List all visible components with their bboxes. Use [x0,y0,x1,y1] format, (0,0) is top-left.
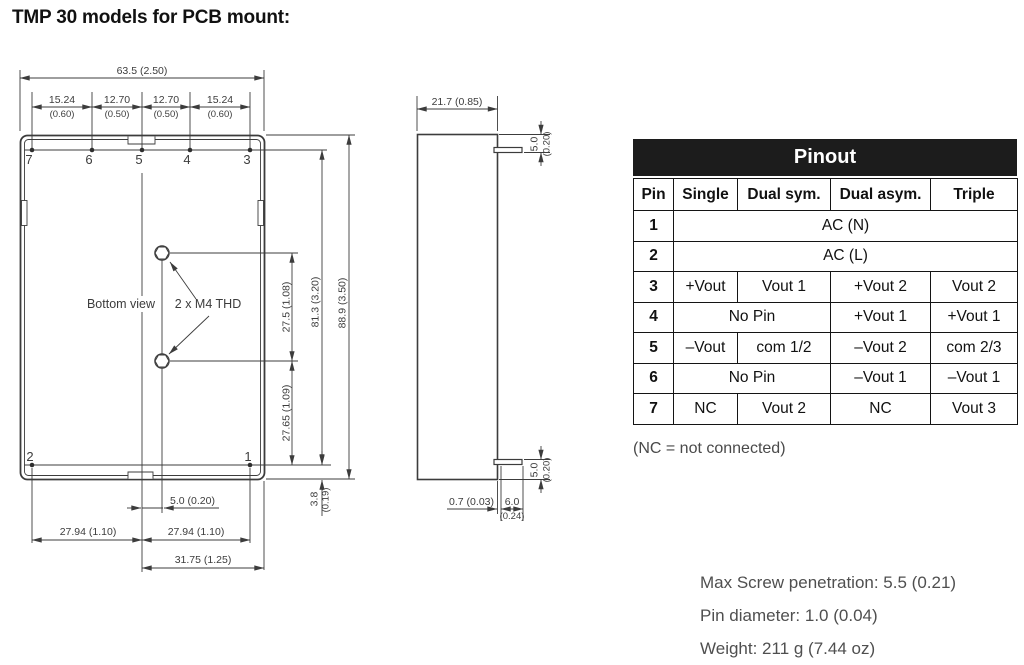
value-cell: +Vout 2 [830,271,931,303]
bottom-view-label: Bottom view [87,297,156,311]
pin-label-6: 6 [85,152,92,167]
m4-thread-holes [154,245,170,369]
note-screw-penetration: Max Screw penetration: 5.5 (0.21) [700,573,957,592]
pin-cell: 5 [633,332,674,364]
pin-label-1: 1 [244,449,251,464]
value-cell: com 2/3 [930,332,1018,364]
value-cell: Vout 3 [930,393,1018,425]
dim-pitch-4-in: (0.60) [208,109,233,120]
col-header-dual-asym: Dual asym. [830,178,931,211]
pin-label-2: 2 [26,449,33,464]
pin-cell: 3 [633,271,674,303]
value-cell: Vout 2 [930,271,1018,303]
label-mask [88,296,154,312]
col-header-dual-sym: Dual sym. [737,178,831,211]
dim-center-edge: 31.75 (1.25) [175,554,232,566]
dim-overall-height: 88.9 (3.50) [337,278,349,329]
spec-notes: Max Screw penetration: 5.5 (0.21) Pin di… [700,566,956,665]
bottom-notch [127,471,154,479]
value-cell: +Vout 1 [830,301,931,333]
dim-pitch-4-mm: 15.24 [207,94,233,106]
dim-pin-row-edge-in: (0.19) [320,488,331,513]
pinout-row-5: 5 –Vout com 1/2 –Vout 2 com 2/3 [633,332,1018,364]
dim-hole-pitch: 27.5 (1.08) [281,282,293,333]
pin-label-7: 7 [25,152,32,167]
note-weight: Weight: 211 g (7.44 oz) [700,639,876,658]
dim-pitch-1-in: (0.60) [50,109,75,120]
value-cell: Vout 2 [737,393,831,425]
left-tab [21,200,28,226]
pin-label-3: 3 [243,152,250,167]
dim-pitch-2-mm: 12.70 [104,94,130,106]
dim-pin-row-edge-mm: 3.8 [309,492,321,507]
value-cell: No Pin [673,362,831,394]
pinout-row-7: 7 NC Vout 2 NC Vout 3 [633,393,1018,425]
pinout-header-row: Pin Single Dual sym. Dual asym. Triple [633,178,1018,211]
value-cell: –Vout 1 [830,362,931,394]
dim-pin-length-in: (0.24) [500,511,525,522]
dim-center-pin1: 27.94 (1.10) [168,526,225,538]
dim-pin-top-in: (0.20) [541,132,552,157]
dim-pin-bottom-mm: 5.0 [529,463,541,478]
mechanical-drawing: 63.5 (2.50) 15.24 12.70 12.70 15.24 (0.6… [19,65,552,572]
pinout-row-1: 1 AC (N) [633,210,1018,242]
value-cell: No Pin [673,301,831,333]
dim-pin2-center: 27.94 (1.10) [60,526,117,538]
side-view [416,96,550,521]
dim-depth: 21.7 (0.85) [432,96,483,108]
bottom-pin [493,458,523,466]
top-notch [127,136,156,145]
dim-pin-length-mm: 6.0 [505,496,520,508]
pinout-row-2: 2 AC (L) [633,240,1018,272]
pinout-table: Pin Single Dual sym. Dual asym. Triple 1… [633,178,1018,425]
pin-label-5: 5 [135,152,142,167]
col-header-triple: Triple [930,178,1018,211]
bottom-view-lines [19,70,355,572]
top-pin [493,146,523,154]
value-cell: AC (L) [673,240,1018,272]
dim-pin-top-mm: 5.0 [529,137,541,152]
value-cell: com 1/2 [737,332,831,364]
dim-hole-offset: 5.0 (0.20) [170,495,215,507]
value-cell: –Vout 2 [830,332,931,364]
dim-pin-rows-span: 81.3 (3.20) [310,277,322,328]
pinout-row-3: 3 +Vout Vout 1 +Vout 2 Vout 2 [633,271,1018,303]
pin-cell: 6 [633,362,674,394]
dim-pin-bottom-in: (0.20) [541,458,552,483]
pinout-row-6: 6 No Pin –Vout 1 –Vout 1 [633,362,1018,394]
pin-label-4: 4 [183,152,190,167]
page-title: TMP 30 models for PCB mount: [12,7,291,28]
dim-hole-to-pin-row: 27.65 (1.09) [281,385,293,442]
value-cell: NC [830,393,931,425]
col-header-pin: Pin [633,178,674,211]
pin-dots [29,147,253,468]
thread-leaders [168,261,210,355]
pin-cell: 1 [633,210,674,242]
dim-pitch-3-in: (0.50) [154,109,179,120]
note-pin-diameter: Pin diameter: 1.0 (0.04) [700,606,878,625]
value-cell: –Vout [673,332,738,364]
value-cell: +Vout [673,271,738,303]
pin-cell: 2 [633,240,674,272]
nc-footnote: (NC = not connected) [633,440,786,457]
dim-standoff: 0.7 (0.03) [449,496,494,508]
value-cell: Vout 1 [737,271,831,303]
right-tab [257,200,264,226]
col-header-single: Single [673,178,738,211]
dim-pitch-2-in: (0.50) [105,109,130,120]
dim-overall-width: 63.5 (2.50) [117,65,168,77]
pinout-section: Pinout Pin Single Dual sym. Dual asym. T… [633,139,1018,425]
pin-cell: 4 [633,301,674,333]
value-cell: AC (N) [673,210,1018,242]
thread-note: 2 x M4 THD [175,297,241,311]
dim-pitch-3-mm: 12.70 [153,94,179,106]
pinout-title: Pinout [633,139,1017,176]
value-cell: +Vout 1 [930,301,1018,333]
pin-cell: 7 [633,393,674,425]
value-cell: NC [673,393,738,425]
dim-pitch-1-mm: 15.24 [49,94,75,106]
pinout-row-4: 4 No Pin +Vout 1 +Vout 1 [633,301,1018,333]
value-cell: –Vout 1 [930,362,1018,394]
